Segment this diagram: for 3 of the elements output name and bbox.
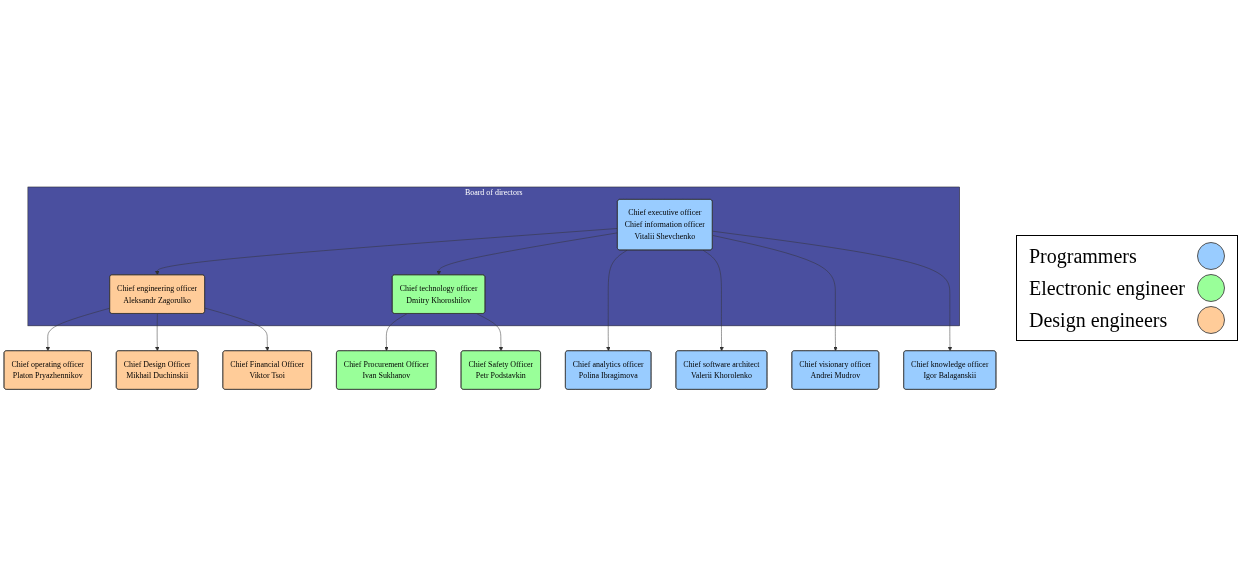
legend-label: Design engineers (1028, 308, 1168, 332)
legend-label: Electronic engineer (1028, 276, 1185, 300)
legend-label: Programmers (1028, 244, 1137, 268)
